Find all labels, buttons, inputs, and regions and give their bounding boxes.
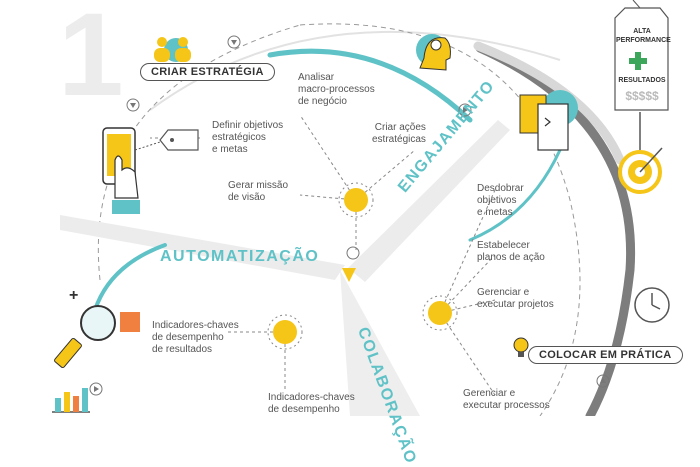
colocar-em-pratica-label: COLOCAR EM PRÁTICA [528,346,683,364]
item-kpi-resultados: Indicadores-chaves de desempenho de resu… [152,320,239,355]
bar-chart-icon [52,388,90,413]
teal-swoosh-right [468,148,562,242]
price-tag-icon [614,0,669,111]
item-gerar-missao: Gerar missão de visão [228,180,289,203]
svg-text:+: + [69,287,78,304]
magnifier-icon: + [54,287,140,369]
section-automatizacao: AUTOMATIZAÇÃO [160,248,320,265]
play-arrows [94,40,606,392]
play-markers [89,35,610,396]
target-icon [618,112,663,194]
divider-automatizacao [60,215,345,280]
item-gerenciar-processos: Gerenciar e executar processos [463,388,550,411]
item-estabelecer: Estabelecer planos de ação [477,240,545,263]
item-definir: Definir objetivos estratégicos e metas [212,120,284,155]
tag-icon [134,129,199,151]
item-kpi-desempenho: Indicadores-chaves de desempenho [268,392,355,415]
item-criar-acoes: Criar ações estratégicas [372,122,426,145]
gear-head-icon [416,34,451,71]
wedge-colaboracao [340,270,420,416]
lightbulb-icon [513,337,529,357]
item-analisar: Analisar macro-processos de negócio [298,72,375,107]
tag-bottom-text: RESULTADOS [618,77,666,84]
teal-swoosh-top [267,48,473,123]
people-icon [154,37,191,62]
center-triangle [342,268,356,282]
clock-icon [634,287,670,323]
teal-swoosh-left [93,243,167,312]
item-desdobrar: Desdobrar objetivos e metas [477,183,524,218]
item-gerenciar-projetos: Gerenciar e executar projetos [477,287,554,310]
tag-money: $$$$$ [625,89,659,103]
criar-estrategia-label: CRIAR ESTRATÉGIA [140,63,275,81]
tag-top-text: ALTA PERFORMANCE [616,28,671,44]
divider-engajamento [348,120,510,282]
sun-node-icon [267,182,458,350]
documents-icon [519,90,578,151]
phone-touch-icon [102,127,140,214]
step-number: 1 [58,0,124,121]
